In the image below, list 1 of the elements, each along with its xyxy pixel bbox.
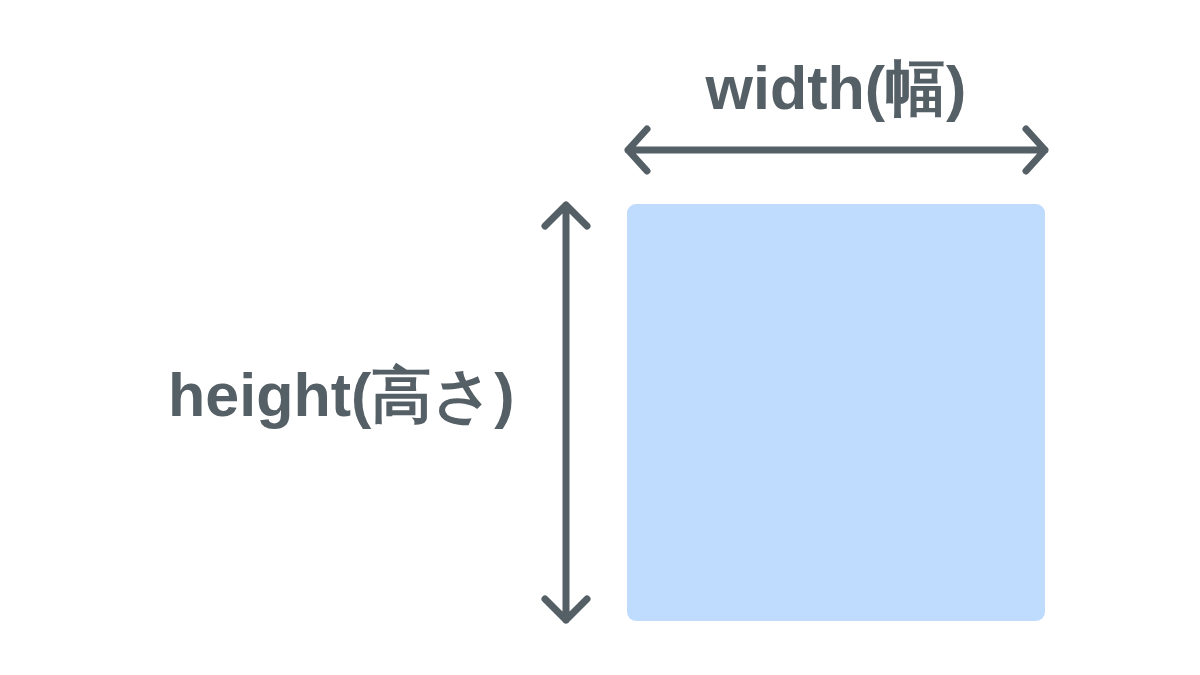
rect-block — [627, 204, 1045, 621]
